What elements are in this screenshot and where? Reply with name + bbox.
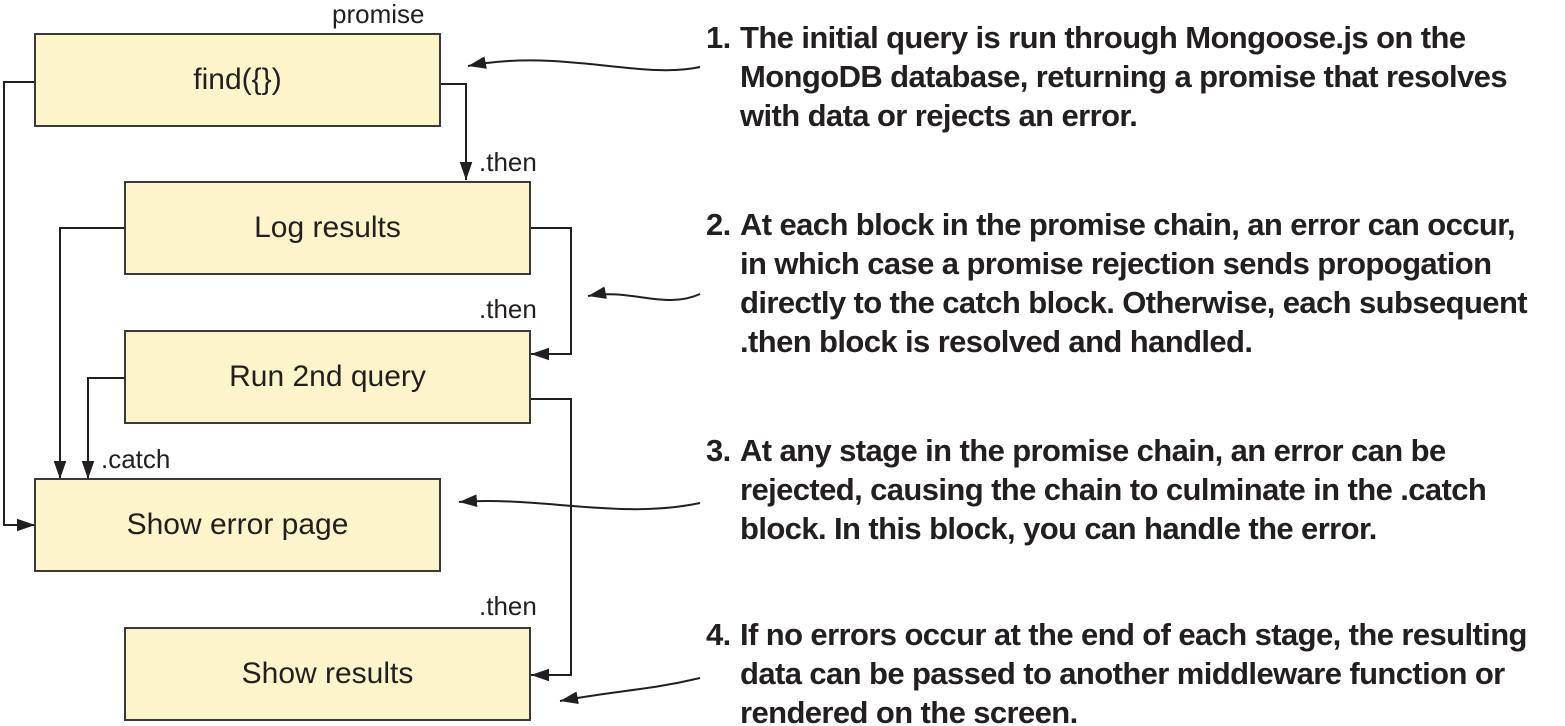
note-2-line: At each block in the promise chain, an e…	[740, 207, 1516, 242]
arrow-run2-to-error	[81, 377, 124, 479]
promise-label: promise	[332, 0, 425, 29]
arrow-log-to-error	[53, 227, 124, 479]
note-2-line: in which case a promise rejection sends …	[740, 246, 1492, 281]
show-error-page-box: Show error page	[34, 478, 441, 572]
note-3-line: block. In this block, you can handle the…	[740, 511, 1377, 546]
note-4: 4. If no errors occur at the end of each…	[706, 615, 1562, 726]
note-2-line: directly to the catch block. Otherwise, …	[740, 285, 1528, 320]
callout-arrow-1	[467, 56, 701, 72]
note-1-line: with data or rejects an error.	[740, 98, 1138, 133]
note-4-line: rendered on the screen.	[740, 695, 1078, 726]
then-label-3: .then	[479, 591, 537, 621]
then-label-1: .then	[479, 147, 537, 177]
find-box-label: find({})	[193, 63, 282, 96]
then-label-2: .then	[479, 294, 537, 324]
arrow-find-to-error	[3, 81, 35, 532]
note-1: 1. The initial query is run through Mong…	[706, 18, 1562, 135]
find-box: find({})	[34, 33, 441, 127]
callout-arrow-4	[559, 677, 701, 704]
arrow-find-to-log	[440, 83, 473, 180]
note-3: 3. At any stage in the promise chain, an…	[706, 431, 1562, 548]
callout-arrow-2	[587, 286, 701, 301]
note-2-line: .then block is resolved and handled.	[740, 324, 1253, 359]
run-2nd-query-label: Run 2nd query	[229, 360, 426, 393]
arrow-log-to-run2	[530, 227, 572, 361]
show-results-box: Show results	[124, 627, 531, 721]
log-results-box: Log results	[124, 181, 531, 275]
note-1-line: MongoDB database, returning a promise th…	[740, 59, 1508, 94]
arrow-run2-to-results	[530, 398, 572, 682]
log-results-label: Log results	[254, 211, 401, 244]
note-4-line: data can be passed to another middleware…	[740, 656, 1505, 691]
show-results-label: Show results	[241, 657, 414, 690]
note-2-number: 2.	[706, 207, 731, 242]
note-4-number: 4.	[706, 617, 731, 652]
note-3-number: 3.	[706, 433, 731, 468]
note-1-line: The initial query is run through Mongoos…	[740, 20, 1466, 55]
callout-arrow-3	[458, 494, 701, 511]
run-2nd-query-box: Run 2nd query	[124, 330, 531, 424]
catch-label: .catch	[101, 444, 171, 474]
note-3-line: rejected, causing the chain to culminate…	[740, 472, 1487, 507]
show-error-page-label: Show error page	[126, 508, 349, 541]
note-4-line: If no errors occur at the end of each st…	[740, 617, 1527, 652]
note-1-number: 1.	[706, 20, 731, 55]
note-2: 2. At each block in the promise chain, a…	[706, 205, 1562, 361]
note-3-line: At any stage in the promise chain, an er…	[740, 433, 1446, 468]
